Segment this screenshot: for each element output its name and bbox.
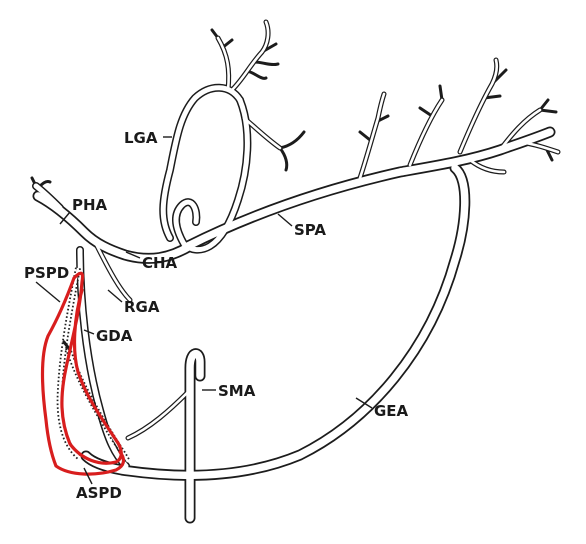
label-rga: RGA <box>124 298 160 316</box>
aspd-leader <box>83 467 93 485</box>
cha-leader <box>125 251 141 259</box>
lga-twig-d <box>253 60 280 67</box>
splenic-twig-2a <box>438 84 444 102</box>
pspd-leader <box>35 281 61 303</box>
lga-twig-f <box>278 146 289 172</box>
label-sma: SMA <box>218 382 256 400</box>
vessel-lumens <box>33 20 560 522</box>
splenic-twig-4a <box>538 98 550 112</box>
rga-leader <box>107 289 123 303</box>
leader-lines <box>35 136 373 485</box>
splenic-twig-2b <box>418 106 434 118</box>
lga-twig-e <box>248 70 268 80</box>
sma-pancreatic-branch <box>125 389 191 441</box>
label-spa: SPA <box>294 221 326 239</box>
red-highlight-outline <box>40 271 126 476</box>
splenic-twig-4b <box>538 108 558 114</box>
splenic-twig-1a <box>358 130 372 142</box>
label-pspd: PSPD <box>24 264 69 282</box>
label-lga: LGA <box>124 129 158 147</box>
lga-branch-right <box>229 19 271 93</box>
splenic-twig-5a <box>544 146 554 162</box>
splenic-twig-3a <box>482 94 502 100</box>
label-gea: GEA <box>374 402 409 420</box>
label-gda: GDA <box>96 327 133 345</box>
lga-twig-a <box>210 28 220 40</box>
vessel-labels: LGA PHA CHA SPA PSPD RGA GDA SMA GEA ASP… <box>24 129 409 502</box>
lga-twig-g <box>278 130 306 150</box>
label-cha: CHA <box>142 254 178 272</box>
gea-leader <box>355 397 373 409</box>
gda-leader <box>83 329 95 335</box>
label-pha: PHA <box>72 196 108 214</box>
label-aspd: ASPD <box>76 484 122 502</box>
spa-leader <box>277 213 293 227</box>
pha-leader <box>59 211 71 225</box>
